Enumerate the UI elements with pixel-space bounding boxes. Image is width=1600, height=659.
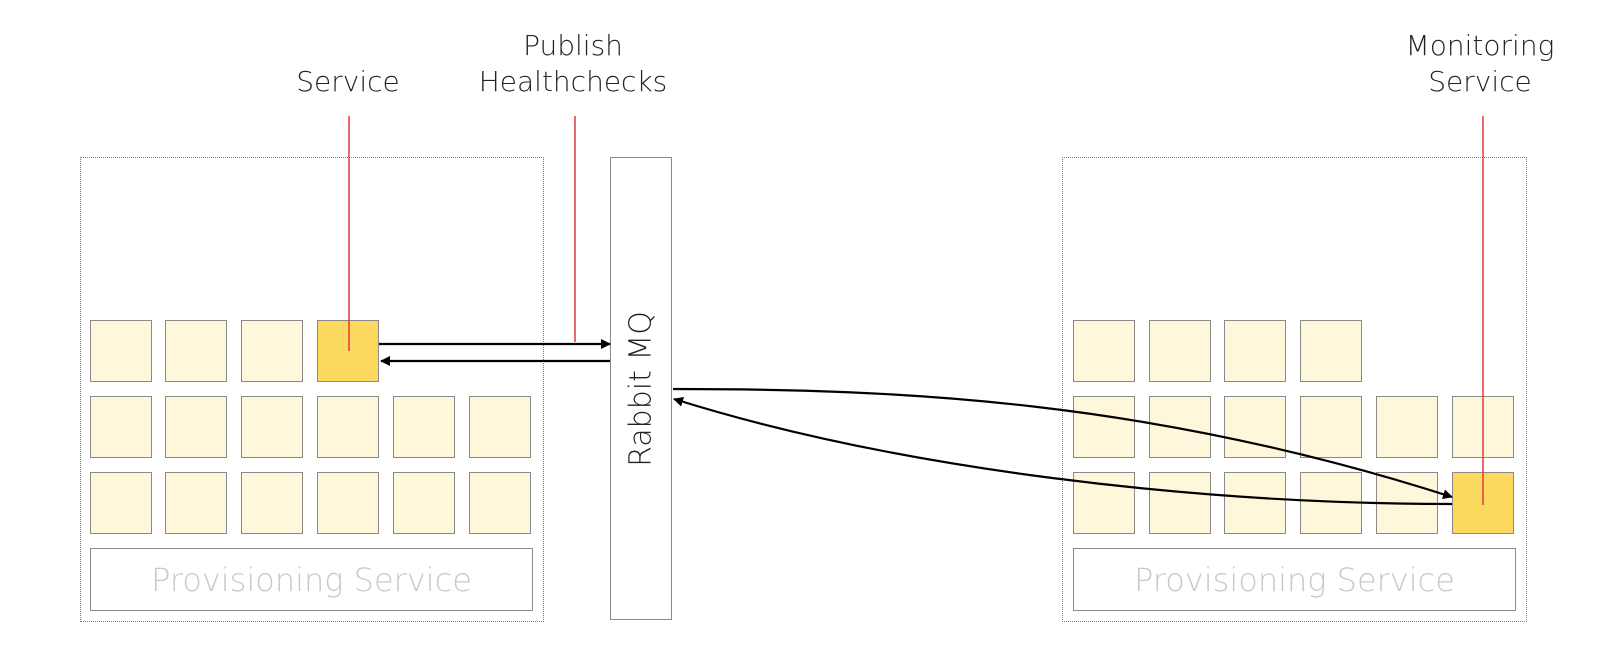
active-service-node[interactable] [317,320,379,382]
service-node[interactable] [393,472,455,534]
monitoring-service-label: Monitoring Service [1405,29,1555,98]
service-node[interactable] [165,472,227,534]
left-provisioning-service[interactable]: Provisioning Service [90,548,533,611]
service-node[interactable] [1224,472,1286,534]
service-node[interactable] [1073,396,1135,458]
service-node[interactable] [1073,320,1135,382]
service-label: Service [296,65,400,98]
service-node[interactable] [90,320,152,382]
service-node[interactable] [1149,320,1211,382]
service-node[interactable] [165,396,227,458]
service-node[interactable] [1300,396,1362,458]
service-node[interactable] [469,472,531,534]
publish-healthchecks-label: Publish Healthchecks [478,29,668,98]
service-node[interactable] [1149,396,1211,458]
service-node[interactable] [241,472,303,534]
service-node[interactable] [1300,320,1362,382]
service-node[interactable] [469,396,531,458]
service-node[interactable] [1149,472,1211,534]
service-node[interactable] [317,472,379,534]
service-node[interactable] [241,396,303,458]
right-provisioning-service[interactable]: Provisioning Service [1073,548,1516,611]
service-node[interactable] [1376,396,1438,458]
right-cluster [1062,157,1527,622]
rabbit-mq-broker[interactable]: Rabbit MQ [610,157,672,620]
service-node[interactable] [317,396,379,458]
monitoring-to-broker-arrow [673,396,1453,506]
service-node[interactable] [90,396,152,458]
service-node[interactable] [393,396,455,458]
service-node[interactable] [1224,320,1286,382]
left-cluster [80,157,544,622]
service-node[interactable] [241,320,303,382]
service-node[interactable] [90,472,152,534]
broker-to-monitoring-arrow [672,387,1453,500]
service-node[interactable] [165,320,227,382]
